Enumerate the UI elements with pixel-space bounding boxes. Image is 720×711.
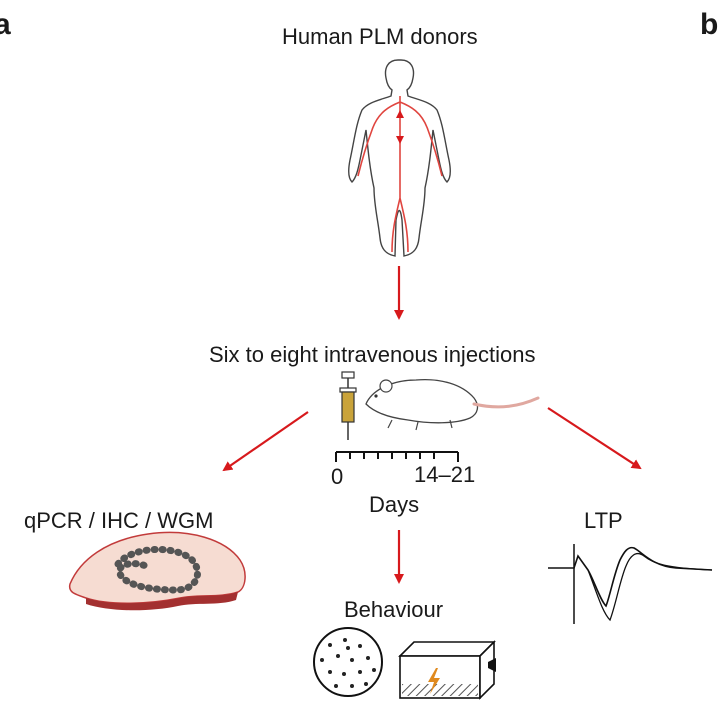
brain-section-icon bbox=[68, 531, 246, 611]
timeline-axis-label: Days bbox=[369, 492, 420, 517]
human-body-icon bbox=[347, 59, 452, 257]
arrow-to-qpcr bbox=[222, 411, 309, 472]
water-maze-icon bbox=[313, 627, 383, 697]
fear-conditioning-box-icon bbox=[398, 640, 496, 700]
timeline-start-label: 0 bbox=[331, 464, 344, 489]
syringe-icon bbox=[339, 371, 357, 440]
injection-label: Six to eight intravenous injections bbox=[209, 342, 536, 367]
panel-label-b: b bbox=[700, 8, 719, 41]
panel-label-a: a bbox=[0, 8, 11, 41]
timeline-end-label: 14–21 bbox=[414, 462, 476, 487]
donors-label: Human PLM donors bbox=[282, 24, 478, 49]
outcome-bottom-label: Behaviour bbox=[344, 597, 444, 622]
mouse-icon bbox=[365, 378, 540, 431]
outcome-left-label: qPCR / IHC / WGM bbox=[24, 508, 214, 533]
outcome-right-label: LTP bbox=[584, 508, 623, 533]
ltp-trace-icon bbox=[548, 544, 713, 624]
timeline-axis bbox=[335, 451, 459, 462]
arrow-to-ltp bbox=[547, 407, 642, 470]
